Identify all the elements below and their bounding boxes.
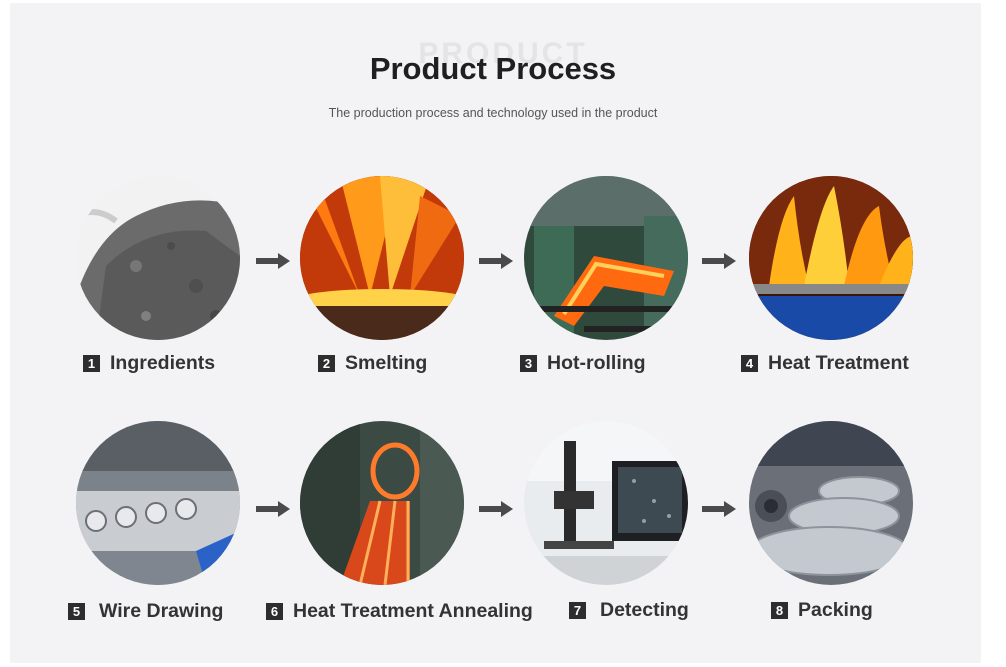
step-label-wire-drawing: 5 Wire Drawing <box>68 600 223 623</box>
step-label-heat-treatment: 4 Heat Treatment <box>741 352 909 375</box>
step-number-badge: 5 <box>68 603 85 620</box>
detecting-photo <box>524 421 688 585</box>
arrow-right-icon <box>479 501 513 517</box>
step-number-badge: 1 <box>83 355 100 372</box>
step-label-ingredients: 1 Ingredients <box>83 352 215 375</box>
step-title: Hot-rolling <box>547 352 646 374</box>
arrow-right-icon <box>256 253 290 269</box>
step-number-badge: 7 <box>569 602 586 619</box>
heat-treatment-photo <box>749 176 913 340</box>
hot-rolling-photo <box>524 176 688 340</box>
page-subtitle: The production process and technology us… <box>328 106 658 120</box>
step-number-badge: 3 <box>520 355 537 372</box>
step-label-hot-rolling: 3 Hot-rolling <box>520 352 646 375</box>
annealing-photo <box>300 421 464 585</box>
ingredients-photo <box>76 176 240 340</box>
step-label-detecting: 7 Detecting <box>569 599 689 622</box>
step-label-packing: 8 Packing <box>771 599 873 622</box>
step-label-smelting: 2 Smelting <box>318 352 427 375</box>
step-title: Smelting <box>345 352 428 374</box>
step-number-badge: 8 <box>771 602 788 619</box>
step-title: Detecting <box>600 599 689 621</box>
packing-photo <box>749 421 913 585</box>
step-title: Packing <box>798 599 873 621</box>
step-title: Wire Drawing <box>99 600 224 622</box>
step-title: Ingredients <box>110 352 216 374</box>
watermark-text: PRODUCT <box>418 37 588 70</box>
step-number-badge: 4 <box>741 355 758 372</box>
smelting-photo <box>300 176 464 340</box>
arrow-right-icon <box>479 253 513 269</box>
step-number-badge: 6 <box>266 603 283 620</box>
arrow-right-icon <box>702 253 736 269</box>
wire-drawing-photo <box>76 421 240 585</box>
arrow-right-icon <box>256 501 290 517</box>
page-title: Product Process <box>369 51 617 86</box>
step-number-badge: 2 <box>318 355 335 372</box>
arrow-right-icon <box>702 501 736 517</box>
step-title: Heat Treatment Annealing <box>293 600 533 622</box>
step-title: Heat Treatment <box>768 352 909 374</box>
step-label-heat-treatment-annealing: 6 Heat Treatment Annealing <box>266 600 533 623</box>
